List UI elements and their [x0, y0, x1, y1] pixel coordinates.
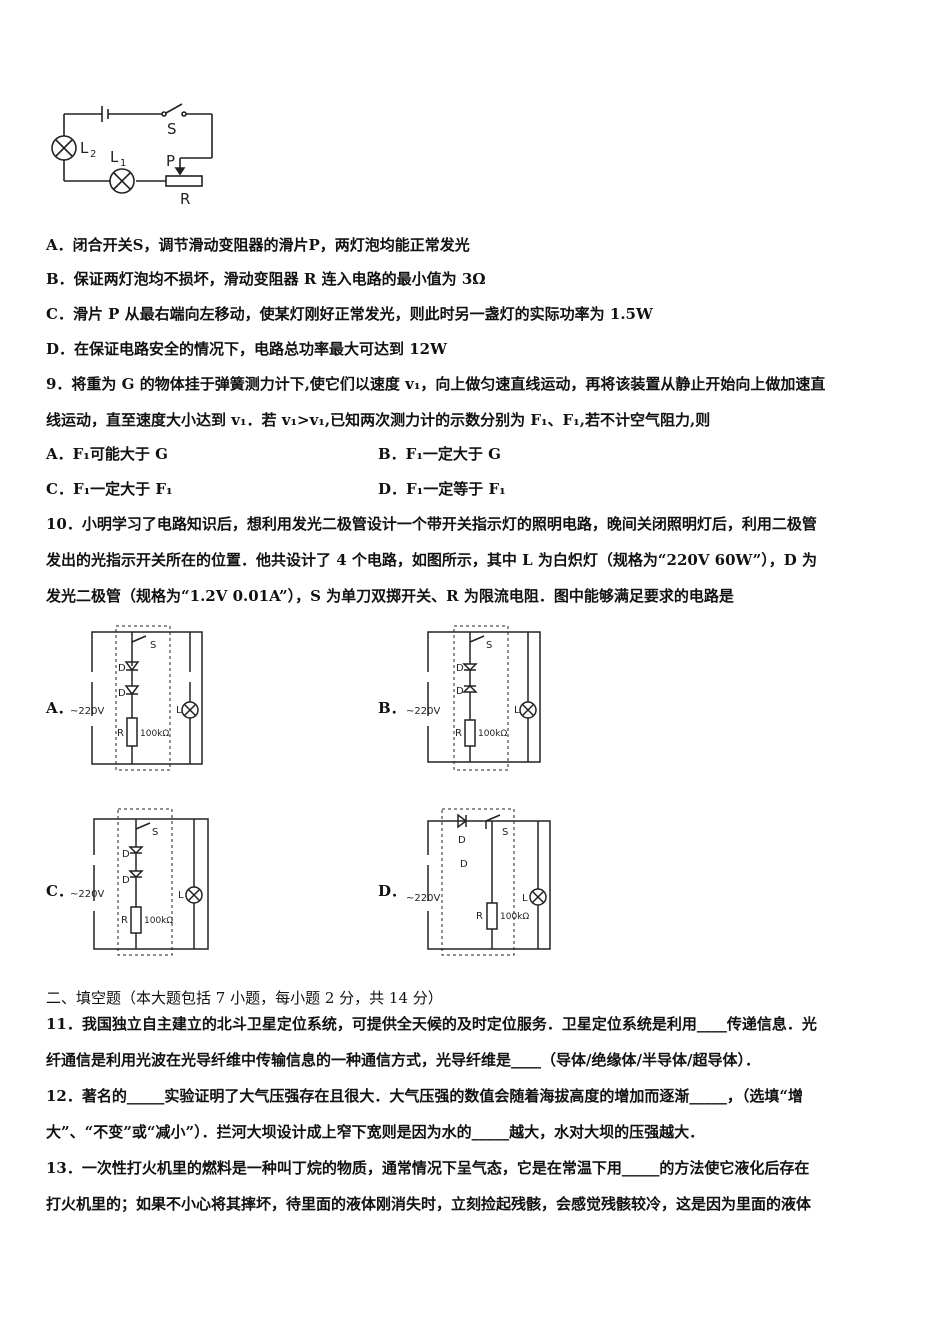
diode-label: D: [456, 663, 464, 674]
q10-circuit-b: ~220V S D D L R 100kΩ: [402, 622, 552, 772]
q10-label-b: B．: [378, 699, 406, 717]
label-L2-sub: 2: [90, 149, 96, 160]
diode-label: D: [122, 849, 130, 860]
q10-stem-line1: 10．小明学习了电路知识后，想利用发光二极管设计一个带开关指示灯的照明电路，晚间…: [46, 515, 817, 533]
q8-option-b: B．保证两灯泡均不损坏，滑动变阻器 R 连入电路的最小值为 3Ω: [46, 270, 486, 288]
diode-label: D: [458, 835, 466, 846]
q10-circuit-a: ~220V S D D L R 100kΩ: [70, 622, 210, 772]
q12-line2: 大”、“不变”或“减小”）．拦河大坝设计成上窄下宽则是因为水的_____越大，水…: [46, 1123, 705, 1141]
label-R: R: [180, 190, 190, 208]
q9-option-c: C．F₁一定大于 F₁: [46, 480, 173, 498]
q13-line2: 打火机里的；如果不小心将其摔坏，待里面的液体刚消失时，立刻捡起残骸，会感觉残骸较…: [46, 1195, 812, 1213]
top-circuit-diagram: L 2 L 1 S P R: [44, 96, 224, 216]
resistance-label: 100kΩ: [144, 916, 173, 926]
resistor-label: R: [476, 911, 483, 922]
switch-label: S: [150, 640, 156, 651]
voltage-label: ~220V: [70, 889, 104, 900]
lamp-label: L: [176, 705, 182, 716]
q9-option-a: A．F₁可能大于 G: [46, 445, 168, 463]
switch-label: S: [486, 640, 492, 651]
resistor-label: R: [117, 728, 124, 739]
diode-label: D: [122, 875, 130, 886]
q10-label-c: C．: [46, 882, 73, 900]
label-L1: L: [110, 148, 119, 166]
q11-line1: 11．我国独立自主建立的北斗卫星定位系统，可提供全天候的及时定位服务．卫星定位系…: [46, 1015, 817, 1033]
switch-label: S: [502, 827, 508, 838]
label-L1-sub: 1: [120, 158, 126, 169]
lamp-label: L: [514, 705, 520, 716]
voltage-label: ~220V: [70, 706, 104, 717]
switch-label: S: [152, 827, 158, 838]
resistance-label: 100kΩ: [140, 729, 169, 739]
label-S: S: [167, 120, 177, 138]
q12-line1: 12．著名的_____实验证明了大气压强存在且很大．大气压强的数值会随着海拔高度…: [46, 1087, 804, 1105]
q9-option-b: B．F₁一定大于 G: [378, 445, 501, 463]
voltage-label: ~220V: [406, 893, 440, 904]
resistance-label: 100kΩ: [500, 912, 529, 922]
q9-stem-line1: 9．将重为 G 的物体挂于弹簧测力计下,使它们以速度 v₁，向上做匀速直线运动，…: [46, 375, 826, 393]
label-L2: L: [80, 139, 89, 157]
q9-stem-line2: 线运动，直至速度大小达到 v₁．若 v₁>v₁,已知两次测力计的示数分别为 F₁…: [46, 411, 711, 429]
q10-label-a: A．: [46, 699, 73, 717]
q8-option-d: D．在保证电路安全的情况下，电路总功率最大可达到 12W: [46, 340, 447, 358]
q10-stem-line2: 发出的光指示开关所在的位置．他共设计了 4 个电路，如图所示，其中 L 为白炽灯…: [46, 551, 818, 569]
q10-stem-line3: 发光二极管（规格为“1.2V 0.01A”），S 为单刀双掷开关、R 为限流电阻…: [46, 587, 734, 605]
q13-line1: 13．一次性打火机里的燃料是一种叫丁烷的物质，通常情况下呈气态，它是在常温下用_…: [46, 1159, 810, 1177]
resistor-label: R: [455, 728, 462, 739]
section-heading: 二、填空题（本大题包括 7 小题，每小题 2 分，共 14 分）: [46, 989, 443, 1007]
q10-circuit-d: ~220V S D D L R 100kΩ: [402, 805, 562, 957]
diode-label: D: [460, 859, 468, 870]
q11-line2: 纤通信是利用光波在光导纤维中传输信息的一种通信方式，光导纤维是____（导体/绝…: [46, 1051, 760, 1069]
q10-circuit-c: ~220V S D D L R 100kΩ: [70, 805, 220, 957]
resistor-label: R: [121, 915, 128, 926]
diode-label: D: [118, 663, 126, 674]
q8-option-a: A．闭合开关S，调节滑动变阻器的滑片P，两灯泡均能正常发光: [46, 236, 470, 254]
q8-option-c: C．滑片 P 从最右端向左移动，使某灯刚好正常发光，则此时另一盏灯的实际功率为 …: [46, 305, 653, 323]
q10-label-d: D．: [378, 882, 407, 900]
lamp-label: L: [178, 890, 184, 901]
diode-label: D: [456, 686, 464, 697]
voltage-label: ~220V: [406, 706, 440, 717]
diode-label: D: [118, 688, 126, 699]
lamp-label: L: [522, 893, 528, 904]
resistance-label: 100kΩ: [478, 729, 507, 739]
q9-option-d: D．F₁一定等于 F₁: [378, 480, 506, 498]
label-P: P: [166, 152, 175, 170]
